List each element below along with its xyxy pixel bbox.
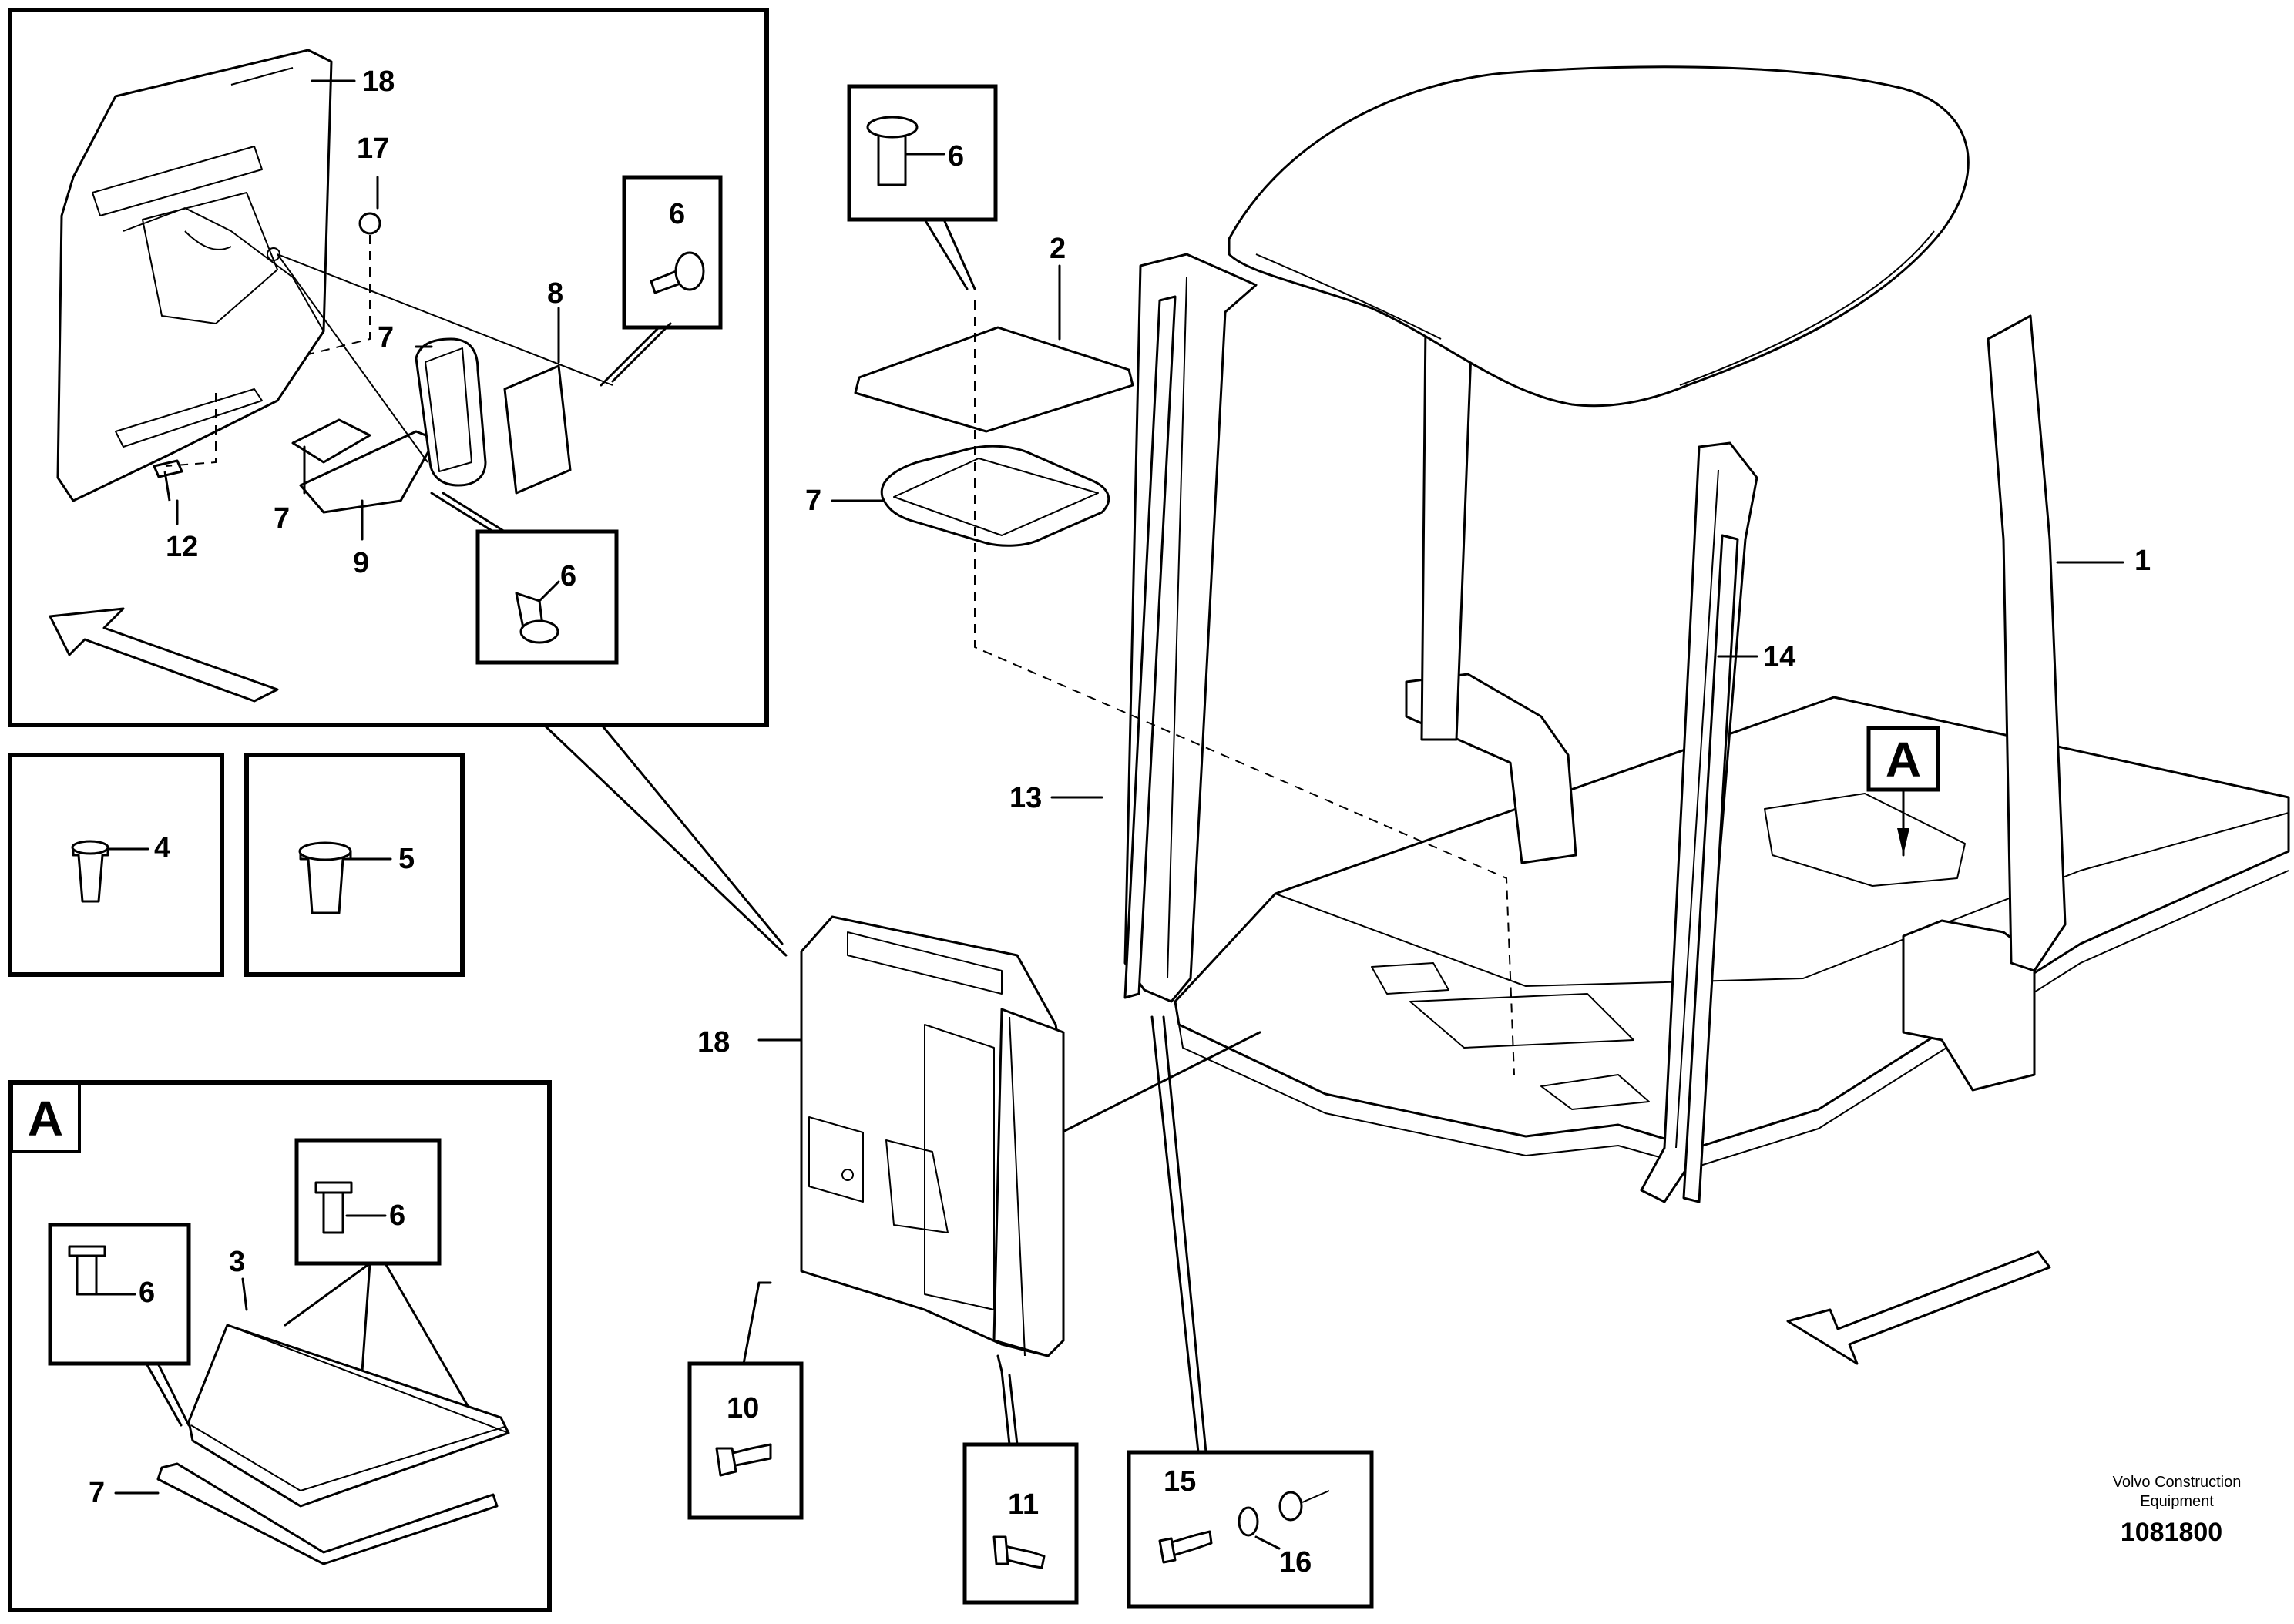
plate-2 (854, 326, 1134, 433)
console-shell-18 (56, 49, 333, 502)
callout-15: 15 (1164, 1465, 1196, 1498)
callout-14: 14 (1763, 641, 1795, 673)
pillar-trim-14 (1682, 534, 1739, 1203)
callout-1: 1 (2134, 545, 2151, 577)
callout-17: 17 (357, 133, 389, 165)
callout-11: 11 (1008, 1488, 1039, 1521)
box-bolt-10 (687, 1281, 804, 1520)
detail-frame-dash-panel (8, 8, 769, 727)
callout-7-detail-left: 7 (378, 321, 394, 354)
callout-4: 4 (154, 832, 170, 864)
cab-floor (1174, 696, 2290, 1149)
callout-8: 8 (547, 277, 563, 310)
footer-line-2: Equipment (2140, 1493, 2214, 1510)
gasket-strip-7 (156, 1462, 499, 1565)
callout-18-exploded: 18 (697, 1026, 730, 1059)
callout-7-detail-low: 7 (274, 502, 290, 535)
detail-frame-leader (542, 723, 788, 957)
callout-6-detail-lower: 6 (560, 560, 576, 592)
callout-18-detail: 18 (362, 65, 395, 98)
gasket-7-center (880, 445, 1110, 547)
cover-9 (299, 430, 437, 514)
callout-9: 9 (353, 547, 369, 579)
direction-arrow-forward-icon (1786, 1250, 2051, 1365)
svg-text:A: A (1886, 732, 1921, 787)
callout-7-detail-a: 7 (89, 1477, 105, 1509)
footer-line-1: Volvo Construction (2113, 1474, 2242, 1491)
gasket-7-large (415, 337, 487, 487)
callout-2: 2 (1050, 233, 1066, 265)
callout-6-top: 6 (948, 140, 964, 173)
figure-number: 1081800 (2121, 1518, 2222, 1547)
callout-6-detail-a-left: 6 (139, 1277, 155, 1309)
rear-pod-right (1902, 919, 2036, 1092)
callout-12: 12 (166, 531, 198, 563)
gasket-7-small (291, 418, 371, 464)
screw-12 (153, 459, 183, 502)
callout-7-center: 7 (805, 485, 821, 517)
callout-6-detail-a-top: 6 (389, 1200, 405, 1232)
callout-5: 5 (398, 843, 415, 875)
nut-17 (358, 212, 381, 235)
callout-16: 16 (1279, 1546, 1312, 1579)
cab-roof (1228, 65, 1970, 408)
callout-3: 3 (229, 1246, 245, 1278)
console-shell-18-exploded (800, 915, 1065, 1357)
box-bolt-6-top (847, 84, 998, 290)
detail-frame-a: A (8, 1080, 552, 1612)
direction-arrow-detail-icon (49, 607, 279, 703)
plate-8 (503, 364, 572, 495)
rear-right-pillar (1987, 314, 2067, 972)
callout-6-detail-right: 6 (669, 198, 685, 230)
pillar-trim-13 (1123, 295, 1177, 999)
box-rivet-nut-5 (244, 753, 465, 977)
box-bolt-11 (962, 1354, 1079, 1605)
callout-13: 13 (1009, 782, 1042, 814)
svg-text:A: A (28, 1091, 63, 1146)
callout-10: 10 (727, 1392, 759, 1424)
view-marker-a-cab: A (1866, 726, 1940, 857)
box-rivet-nut-4 (8, 753, 224, 977)
box-bolt-washer-15-16 (1127, 1015, 1374, 1609)
